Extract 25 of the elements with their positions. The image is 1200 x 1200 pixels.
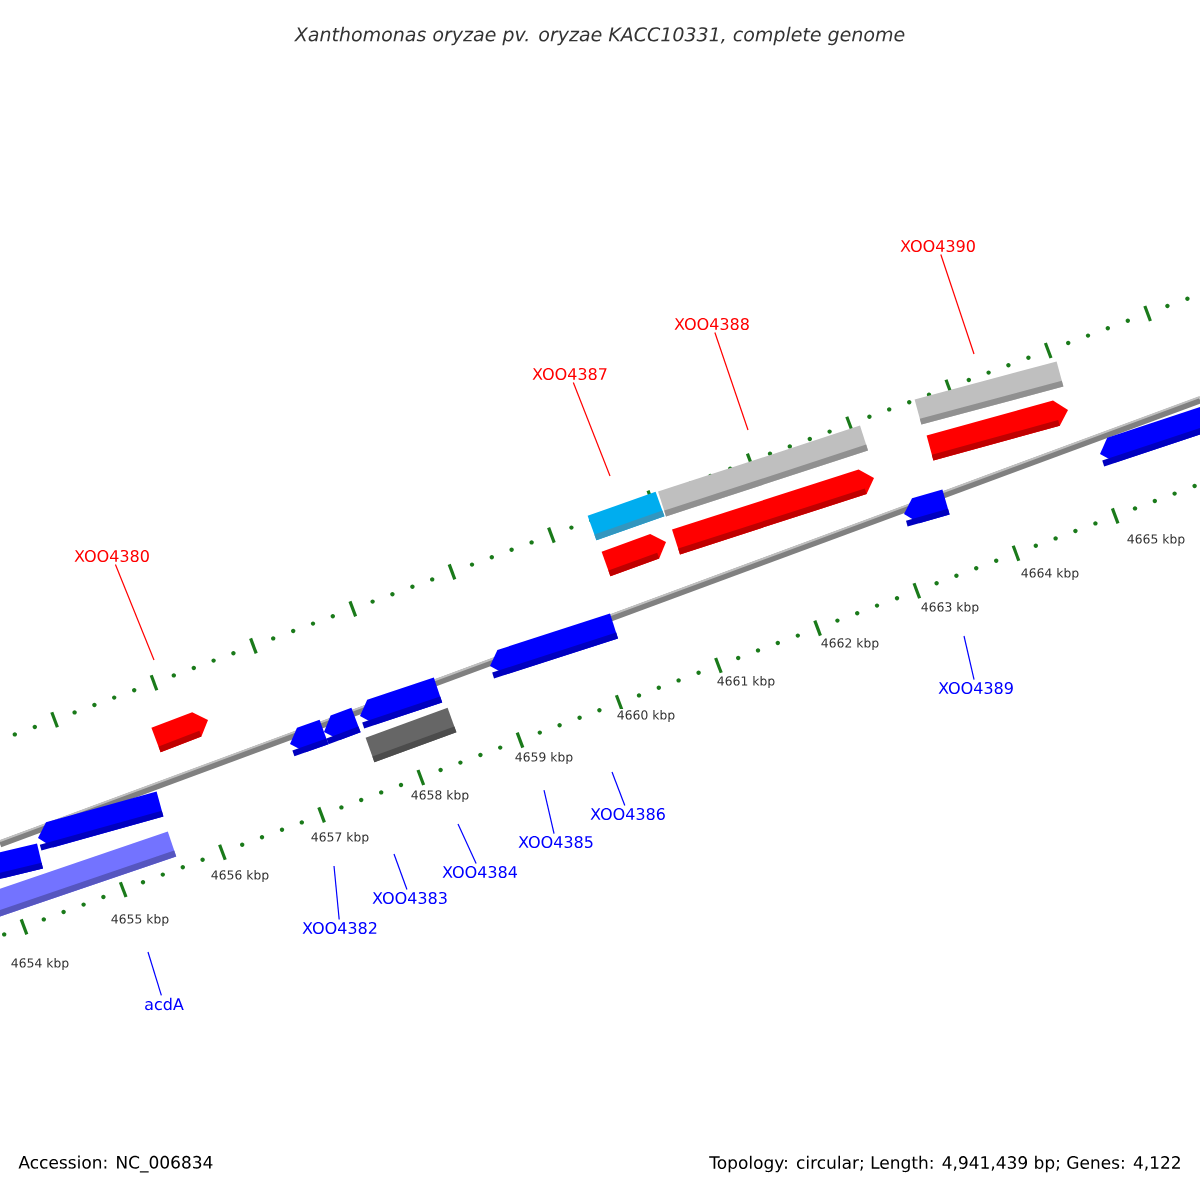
leader-line bbox=[457, 823, 477, 865]
leader-line bbox=[543, 789, 555, 835]
title: Xanthomonas oryzae pv. oryzae KACC10331, complete genome bbox=[294, 26, 905, 46]
footer-text: Topology: circular; Length: 4,941,439 bp; Genes: 4,122 bbox=[709, 1155, 1180, 1173]
leader-line bbox=[611, 771, 626, 807]
gene-label: XOO4390 bbox=[900, 239, 975, 253]
gene-label: XOO4383 bbox=[372, 891, 447, 905]
leader-line bbox=[940, 253, 975, 355]
gene-label: XOO4388 bbox=[674, 317, 749, 331]
gene-label: XOO4387 bbox=[532, 367, 607, 381]
leader-line bbox=[333, 865, 340, 921]
gene-label: XOO4382 bbox=[302, 921, 377, 935]
gene-label: XOO4384 bbox=[442, 865, 518, 879]
gene-label: XOO4389 bbox=[938, 681, 1013, 695]
footer-text: Accession: NC_006834 bbox=[18, 1155, 213, 1173]
gene-label: XOO4386 bbox=[590, 807, 665, 821]
gene-label: acdA bbox=[145, 997, 184, 1011]
leader-line bbox=[963, 635, 975, 681]
leader-line bbox=[572, 381, 611, 477]
gene-label: XOO4380 bbox=[74, 549, 149, 563]
leader-line bbox=[147, 951, 162, 996]
gene-label: XOO4385 bbox=[518, 835, 593, 849]
leader-line bbox=[114, 563, 155, 661]
leader-line bbox=[714, 331, 749, 431]
leader-line bbox=[393, 853, 408, 891]
